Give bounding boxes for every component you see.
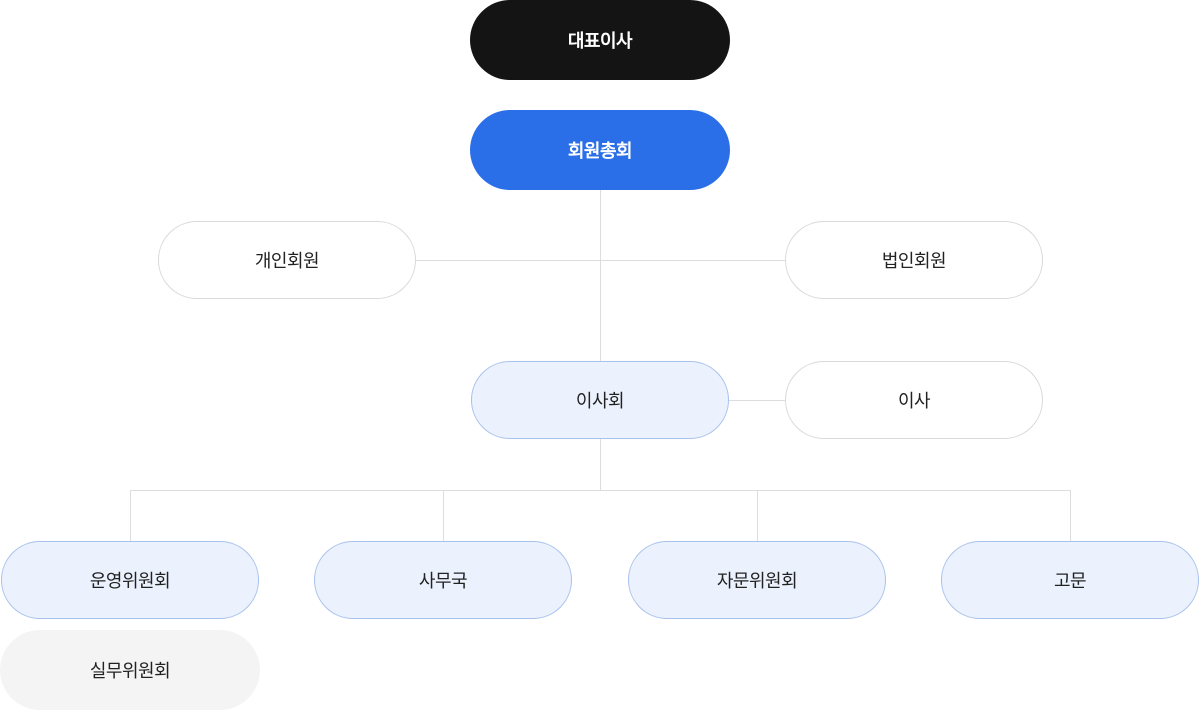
node-advisory-committee: 자문위원회	[628, 541, 886, 619]
connector-to-advisor	[1070, 490, 1071, 541]
node-working-committee-label: 실무위원회	[89, 661, 171, 682]
connector-committees-horizontal	[130, 490, 1071, 491]
node-board-label: 이사회	[575, 391, 625, 412]
node-individual-members-label: 개인회원	[254, 251, 320, 272]
node-ceo: 대표이사	[470, 0, 730, 80]
connector-to-advisory-committee	[757, 490, 758, 541]
node-working-committee: 실무위원회	[0, 630, 260, 710]
node-operating-committee: 운영위원회	[1, 541, 259, 619]
node-secretariat: 사무국	[314, 541, 572, 619]
node-advisor-label: 고문	[1053, 571, 1087, 592]
connector-board-down	[600, 439, 601, 490]
node-general-assembly-label: 회원총회	[567, 141, 633, 162]
connector-members-horizontal	[416, 260, 785, 261]
node-directors-label: 이사	[897, 391, 931, 412]
node-board: 이사회	[471, 361, 729, 439]
node-secretariat-label: 사무국	[418, 571, 468, 592]
node-general-assembly: 회원총회	[470, 110, 730, 190]
node-corporate-members-label: 법인회원	[881, 251, 947, 272]
node-corporate-members: 법인회원	[785, 221, 1043, 299]
connector-assembly-to-board	[600, 190, 601, 361]
node-directors: 이사	[785, 361, 1043, 439]
node-ceo-label: 대표이사	[567, 31, 633, 52]
node-operating-committee-label: 운영위원회	[89, 571, 171, 592]
connector-board-to-directors	[729, 400, 785, 401]
node-advisory-committee-label: 자문위원회	[716, 571, 798, 592]
node-individual-members: 개인회원	[158, 221, 416, 299]
connector-to-operating-committee	[130, 490, 131, 541]
connector-to-secretariat	[443, 490, 444, 541]
node-advisor: 고문	[941, 541, 1199, 619]
